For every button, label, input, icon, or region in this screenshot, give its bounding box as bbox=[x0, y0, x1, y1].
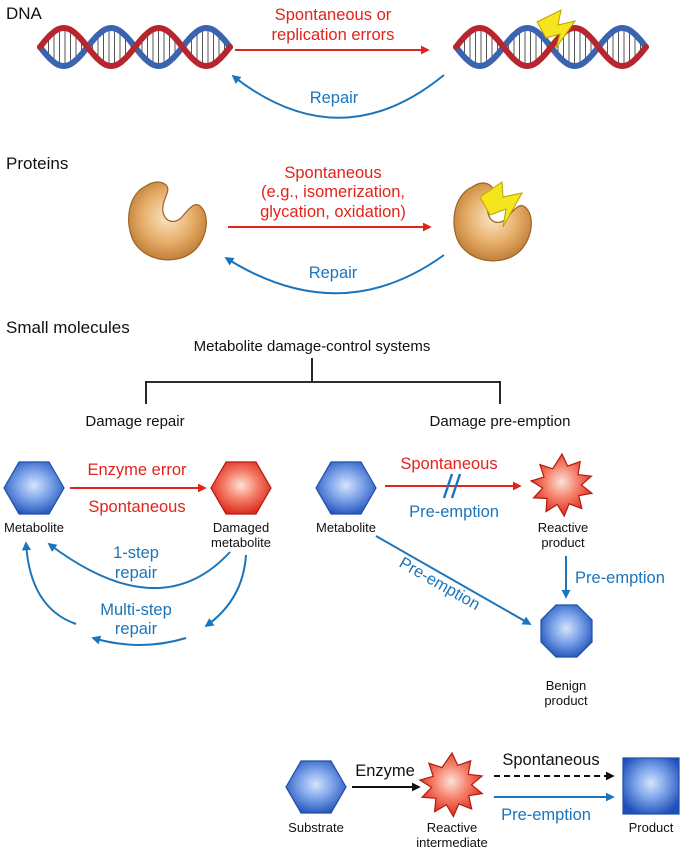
damage-preemption-heading: Damage pre-emption bbox=[430, 413, 571, 430]
multi-step-repair-label-1: Multi-step bbox=[100, 601, 172, 619]
one-step-repair-label-1: 1-step bbox=[113, 544, 159, 562]
proteins-forward-label-3: glycation, oxidation) bbox=[260, 203, 406, 221]
reactive-intermediate-label-1: Reactive bbox=[427, 820, 478, 835]
enzyme-error-label: Enzyme error bbox=[87, 461, 187, 479]
dna-helix-damaged bbox=[453, 24, 649, 70]
one-step-repair-arrow bbox=[47, 542, 231, 590]
lightning-bolt-icon bbox=[479, 181, 523, 228]
proteins-title: Proteins bbox=[6, 154, 68, 173]
damaged-metabolite-hexagon bbox=[210, 461, 272, 515]
dna-title: DNA bbox=[6, 4, 43, 23]
metabolite-hexagon bbox=[3, 461, 65, 515]
reactive-product-burst bbox=[529, 452, 594, 518]
damaged-metabolite-label-2: metabolite bbox=[211, 535, 271, 550]
enzyme-label: Enzyme bbox=[355, 762, 415, 780]
metabolite-label: Metabolite bbox=[4, 520, 64, 535]
product-label: Product bbox=[629, 820, 674, 835]
proteins-forward-label-2: (e.g., isomerization, bbox=[261, 183, 405, 201]
preemption-diagonal-label: Pre-emption bbox=[396, 554, 483, 614]
proteins-forward-label-1: Spontaneous bbox=[284, 164, 381, 182]
damage-repair-heading: Damage repair bbox=[85, 413, 184, 430]
substrate-label: Substrate bbox=[288, 820, 344, 835]
block-slash-1 bbox=[442, 473, 454, 499]
proteins-repair-arrow bbox=[224, 254, 445, 295]
dna-repair-label: Repair bbox=[310, 89, 359, 107]
preemption-diagonal-arrow bbox=[375, 535, 532, 625]
preemption-under-label: Pre-emption bbox=[409, 503, 499, 521]
lightning-bolt-icon bbox=[536, 9, 577, 49]
block-slash-2 bbox=[450, 473, 462, 499]
reactive-product-label-2: product bbox=[541, 535, 585, 550]
bottom-spontaneous-label: Spontaneous bbox=[502, 751, 599, 769]
dna-forward-label-1: Spontaneous or bbox=[275, 6, 392, 24]
damaged-metabolite-label-1: Damaged bbox=[213, 520, 269, 535]
dna-helix-intact bbox=[37, 24, 233, 70]
tree-root-label: Metabolite damage-control systems bbox=[194, 338, 431, 355]
small-molecules-title: Small molecules bbox=[6, 318, 130, 337]
multi-step-arrow-middle bbox=[91, 635, 187, 646]
preemption-metabolite-label: Metabolite bbox=[316, 520, 376, 535]
preemption-spontaneous-label: Spontaneous bbox=[400, 455, 497, 473]
benign-product-label-1: Benign bbox=[546, 678, 586, 693]
dna-strand bbox=[37, 24, 233, 70]
product-square bbox=[622, 757, 680, 815]
reactive-intermediate-label-2: intermediate bbox=[416, 835, 488, 850]
one-step-repair-label-2: repair bbox=[115, 564, 158, 582]
dna-forward-label-2: replication errors bbox=[272, 26, 395, 44]
dna-repair-arrow bbox=[231, 74, 445, 119]
protein-intact-icon bbox=[128, 181, 207, 261]
proteins-repair-label: Repair bbox=[309, 264, 358, 282]
benign-product-octagon bbox=[540, 604, 593, 658]
multi-step-arrow-last bbox=[21, 541, 77, 625]
reactive-product-label-1: Reactive bbox=[538, 520, 589, 535]
reactive-intermediate-burst bbox=[418, 751, 484, 818]
tree-connector bbox=[145, 358, 501, 404]
multi-step-arrow-first bbox=[204, 554, 247, 628]
bottom-preemption-label: Pre-emption bbox=[501, 806, 591, 824]
substrate-hexagon bbox=[285, 760, 347, 814]
dna-strand bbox=[453, 24, 649, 70]
spontaneous-label: Spontaneous bbox=[88, 498, 185, 516]
preemption-down-label: Pre-emption bbox=[575, 569, 665, 587]
multi-step-repair-label-2: repair bbox=[115, 620, 158, 638]
benign-product-label-2: product bbox=[544, 693, 588, 708]
metabolite-hexagon bbox=[315, 461, 377, 515]
